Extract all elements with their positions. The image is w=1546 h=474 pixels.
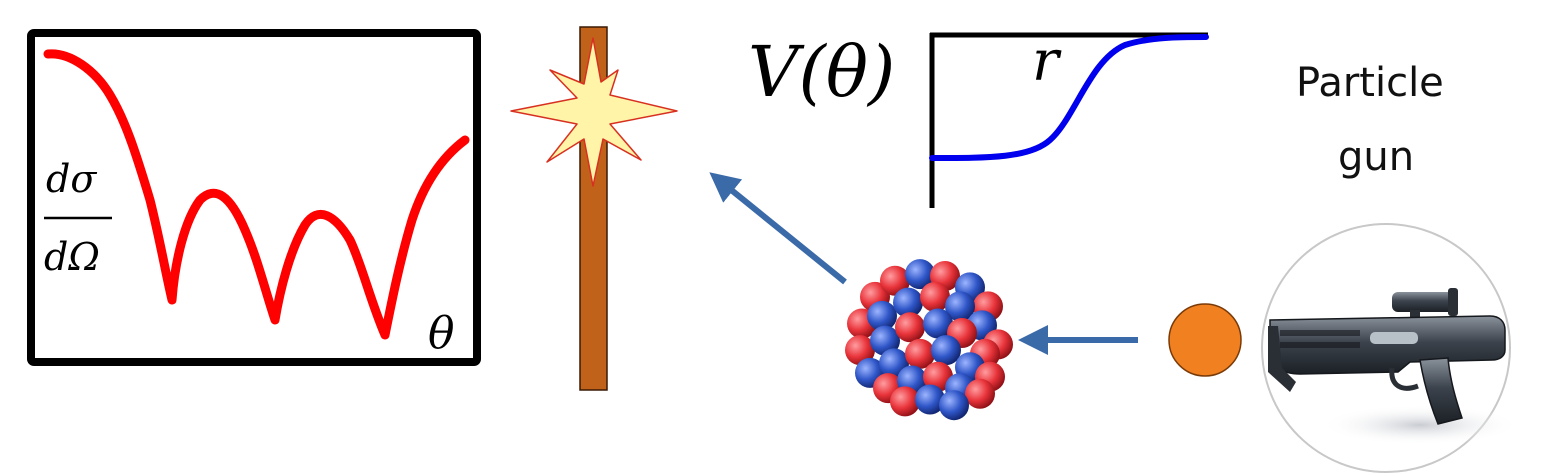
particle-gun-picture [1261,223,1520,473]
detector-flash [510,37,678,187]
nucleus-proton [965,378,995,409]
nucleus-proton [905,338,935,369]
cross-section-plot-frame [27,29,481,366]
nucleus-proton [880,265,910,296]
cross-section-ylabel-numerator: dσ [46,157,97,201]
potential-plot-ylabel: V(θ) [748,31,895,113]
potential-plot: V(θ) r [748,29,1209,208]
potential-curve [929,34,1209,161]
blaster-icon [1268,288,1506,425]
nucleus-proton [923,361,953,392]
nucleus-neutron [923,308,953,339]
nucleus-neutron [915,384,945,415]
nucleus-proton [895,312,925,343]
potential-plot-xlabel: r [1032,29,1062,94]
nucleus-proton [890,386,920,417]
cross-section-curve [43,49,470,340]
nucleus-neutron [931,335,961,366]
particle-gun-label: Particle gun [1296,60,1444,180]
nucleus-neutron [893,287,923,318]
detector [510,26,678,391]
scattered-arrow [709,172,847,285]
cross-section-plot: dσ dΩ θ [27,29,481,366]
nucleus-neutron [939,390,969,421]
nucleus-neutron [945,291,975,322]
cross-section-xlabel: θ [428,308,455,359]
nucleus-proton [845,335,875,366]
nucleus-neutron [870,325,900,356]
projectile-particle [1168,303,1242,377]
gun-shadow [1320,405,1520,445]
particle-gun-label-line2: gun [1338,134,1414,180]
nucleus-neutron [867,300,897,331]
nucleus-proton [920,281,950,312]
nucleus [845,259,1013,421]
particle-gun-label-line1: Particle [1296,60,1444,106]
cross-section-ylabel-denominator: dΩ [44,235,100,279]
nucleus-neutron [905,259,935,290]
